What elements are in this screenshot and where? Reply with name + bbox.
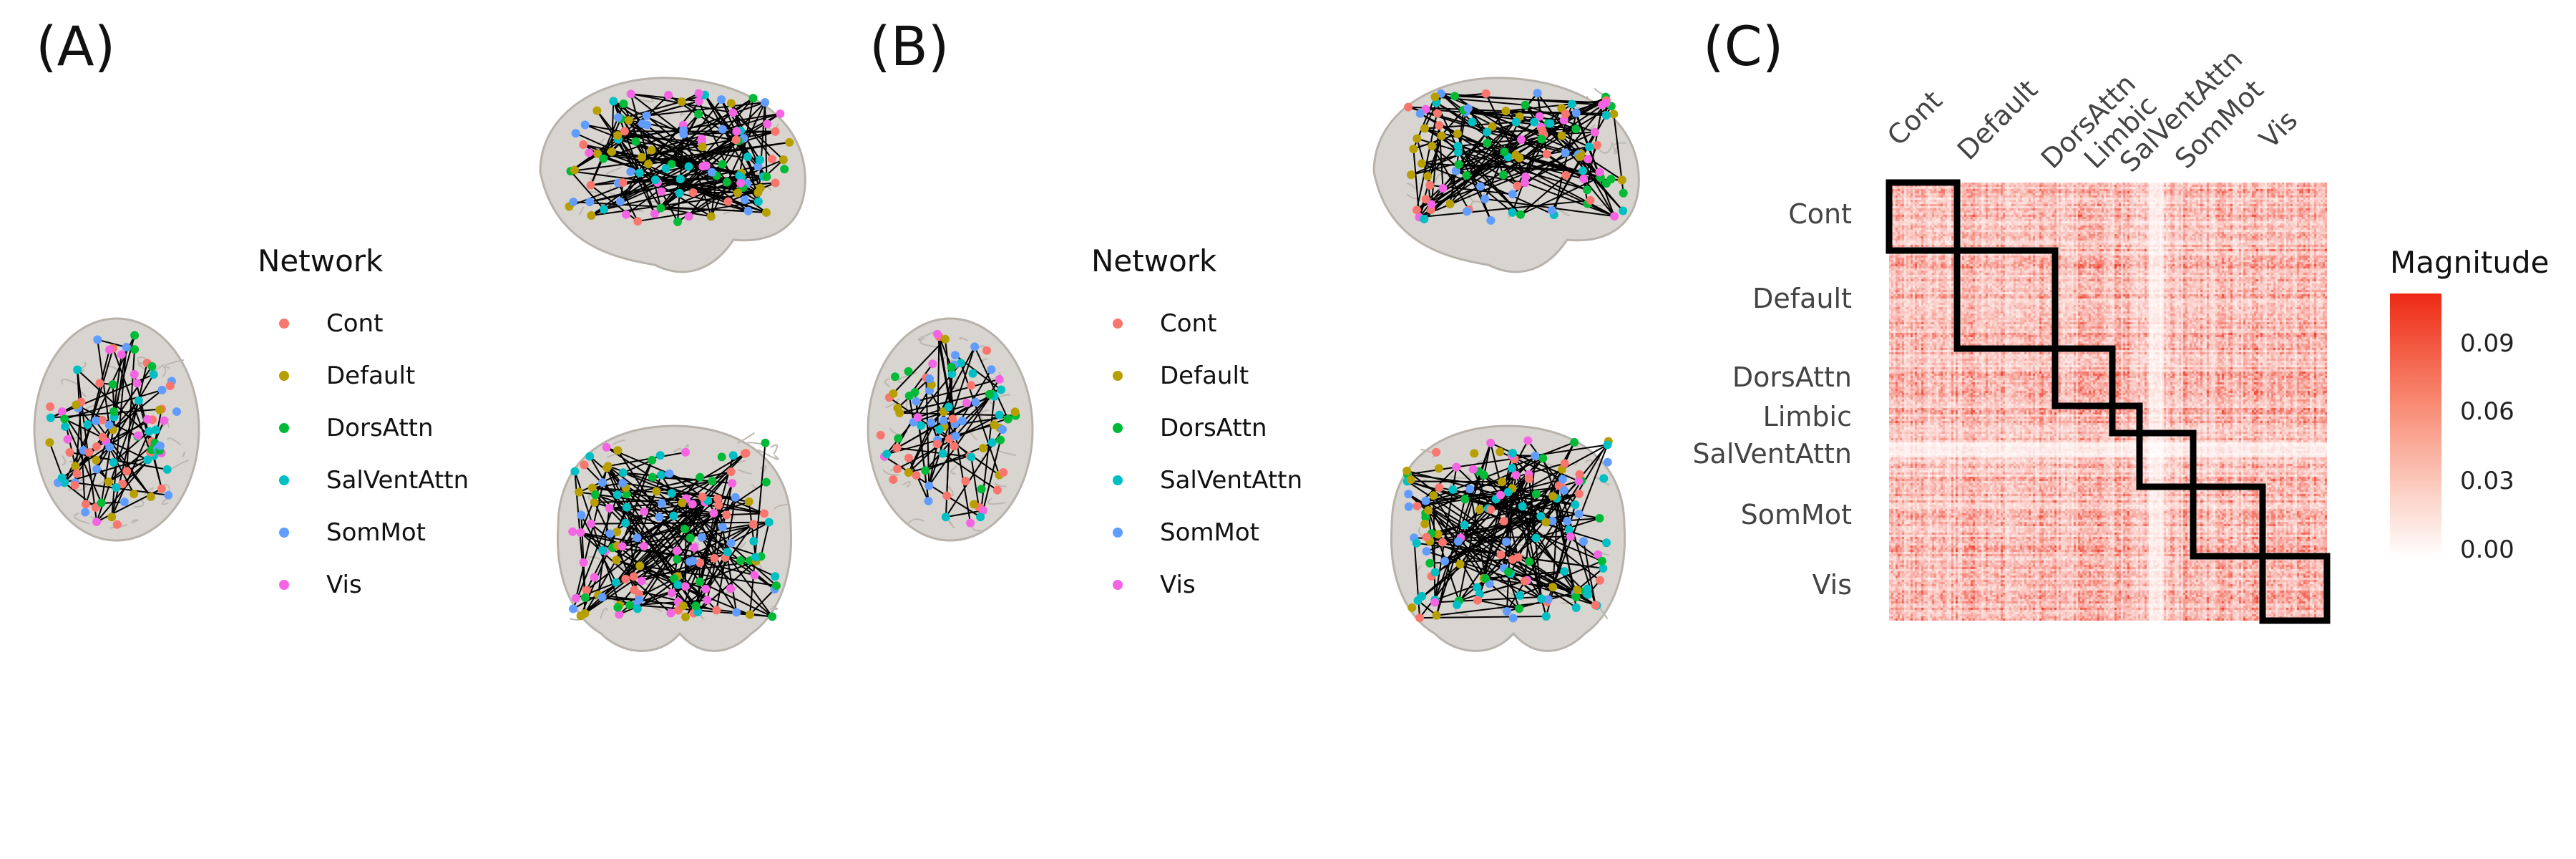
legend-dot: [279, 422, 289, 433]
network-legend-a: Network Cont Default DorsAttn SalVentAtt…: [258, 243, 469, 611]
legend-label: DorsAttn: [326, 413, 434, 442]
legend-item-dorsattn: DorsAttn: [258, 402, 469, 454]
row-label-default: Default: [1752, 283, 1852, 314]
legend-dot: [1113, 579, 1123, 590]
legend-title: Network: [1091, 243, 1217, 278]
colorbar-tick: 0.09: [2460, 329, 2514, 358]
legend-dot: [279, 318, 289, 329]
brain-axial-view-b: [867, 317, 1034, 542]
legend-item-cont: Cont: [258, 297, 469, 349]
network-block-outlines: [1885, 179, 2331, 624]
legend-item-vis: Vis: [258, 558, 469, 611]
legend-label: Vis: [1160, 570, 1196, 599]
legend-label: SalVentAttn: [326, 465, 469, 495]
legend-label: Default: [326, 361, 416, 390]
col-label-cont: Cont: [1880, 84, 1948, 152]
legend-item-sommot: SomMot: [1091, 506, 1302, 558]
legend-item-dorsattn: DorsAttn: [1091, 402, 1302, 454]
colorbar-tick: 0.03: [2460, 467, 2514, 495]
colorbar-tick: 0.00: [2460, 535, 2514, 564]
legend-label: Default: [1160, 361, 1249, 390]
panel-label-b: (B): [869, 14, 950, 78]
col-label-sommot: SomMot: [2168, 74, 2270, 175]
legend-item-salventattn: SalVentAttn: [258, 454, 469, 506]
legend-dot: [279, 370, 289, 381]
legend-dot: [1113, 475, 1123, 485]
col-label-limbic: Limbic: [2077, 89, 2163, 175]
legend-item-vis: Vis: [1091, 558, 1302, 611]
colorbar-title: Magnitude: [2390, 245, 2550, 280]
network-legend-b: Network Cont Default DorsAttn SalVentAtt…: [1091, 243, 1302, 611]
legend-dot: [279, 579, 289, 590]
legend-dot: [279, 475, 289, 485]
legend-label: Cont: [326, 309, 384, 338]
legend-title: Network: [258, 243, 384, 278]
legend-dot: [279, 527, 289, 538]
legend-dot: [1113, 370, 1123, 381]
legend-dot: [1113, 422, 1123, 433]
legend-item-default: Default: [1091, 349, 1302, 402]
brain-axial-view-a: [33, 317, 200, 542]
col-label-vis: Vis: [2253, 104, 2304, 155]
panel-label-a: (A): [36, 14, 116, 78]
brain-sagittal-view-b: [1372, 77, 1640, 273]
panel-label-c: (C): [1703, 14, 1784, 78]
legend-dot: [1113, 318, 1123, 329]
legend-dot: [1113, 527, 1123, 538]
legend-label: Vis: [326, 570, 362, 599]
legend-label: SomMot: [1160, 518, 1259, 547]
legend-label: Cont: [1160, 309, 1217, 338]
legend-item-sommot: SomMot: [258, 506, 469, 558]
colorbar-tick: 0.06: [2460, 397, 2514, 426]
brain-sagittal-view-a: [539, 77, 806, 273]
legend-label: SomMot: [326, 518, 426, 547]
legend-item-cont: Cont: [1091, 297, 1302, 349]
col-label-dorsattn: DorsAttn: [2034, 67, 2142, 175]
heatmap-matrix: [1889, 183, 2327, 621]
brain-coronal-view-a: [556, 424, 793, 652]
row-label-dorsattn: DorsAttn: [1732, 361, 1852, 393]
col-label-salventattn: SalVentAttn: [2113, 43, 2249, 179]
col-label-default: Default: [1951, 73, 2044, 166]
brain-coronal-view-b: [1390, 424, 1626, 652]
legend-label: DorsAttn: [1160, 413, 1267, 442]
colorbar: [2390, 293, 2441, 558]
legend-item-salventattn: SalVentAttn: [1091, 454, 1302, 506]
legend-label: SalVentAttn: [1160, 465, 1303, 495]
legend-item-default: Default: [258, 349, 469, 402]
